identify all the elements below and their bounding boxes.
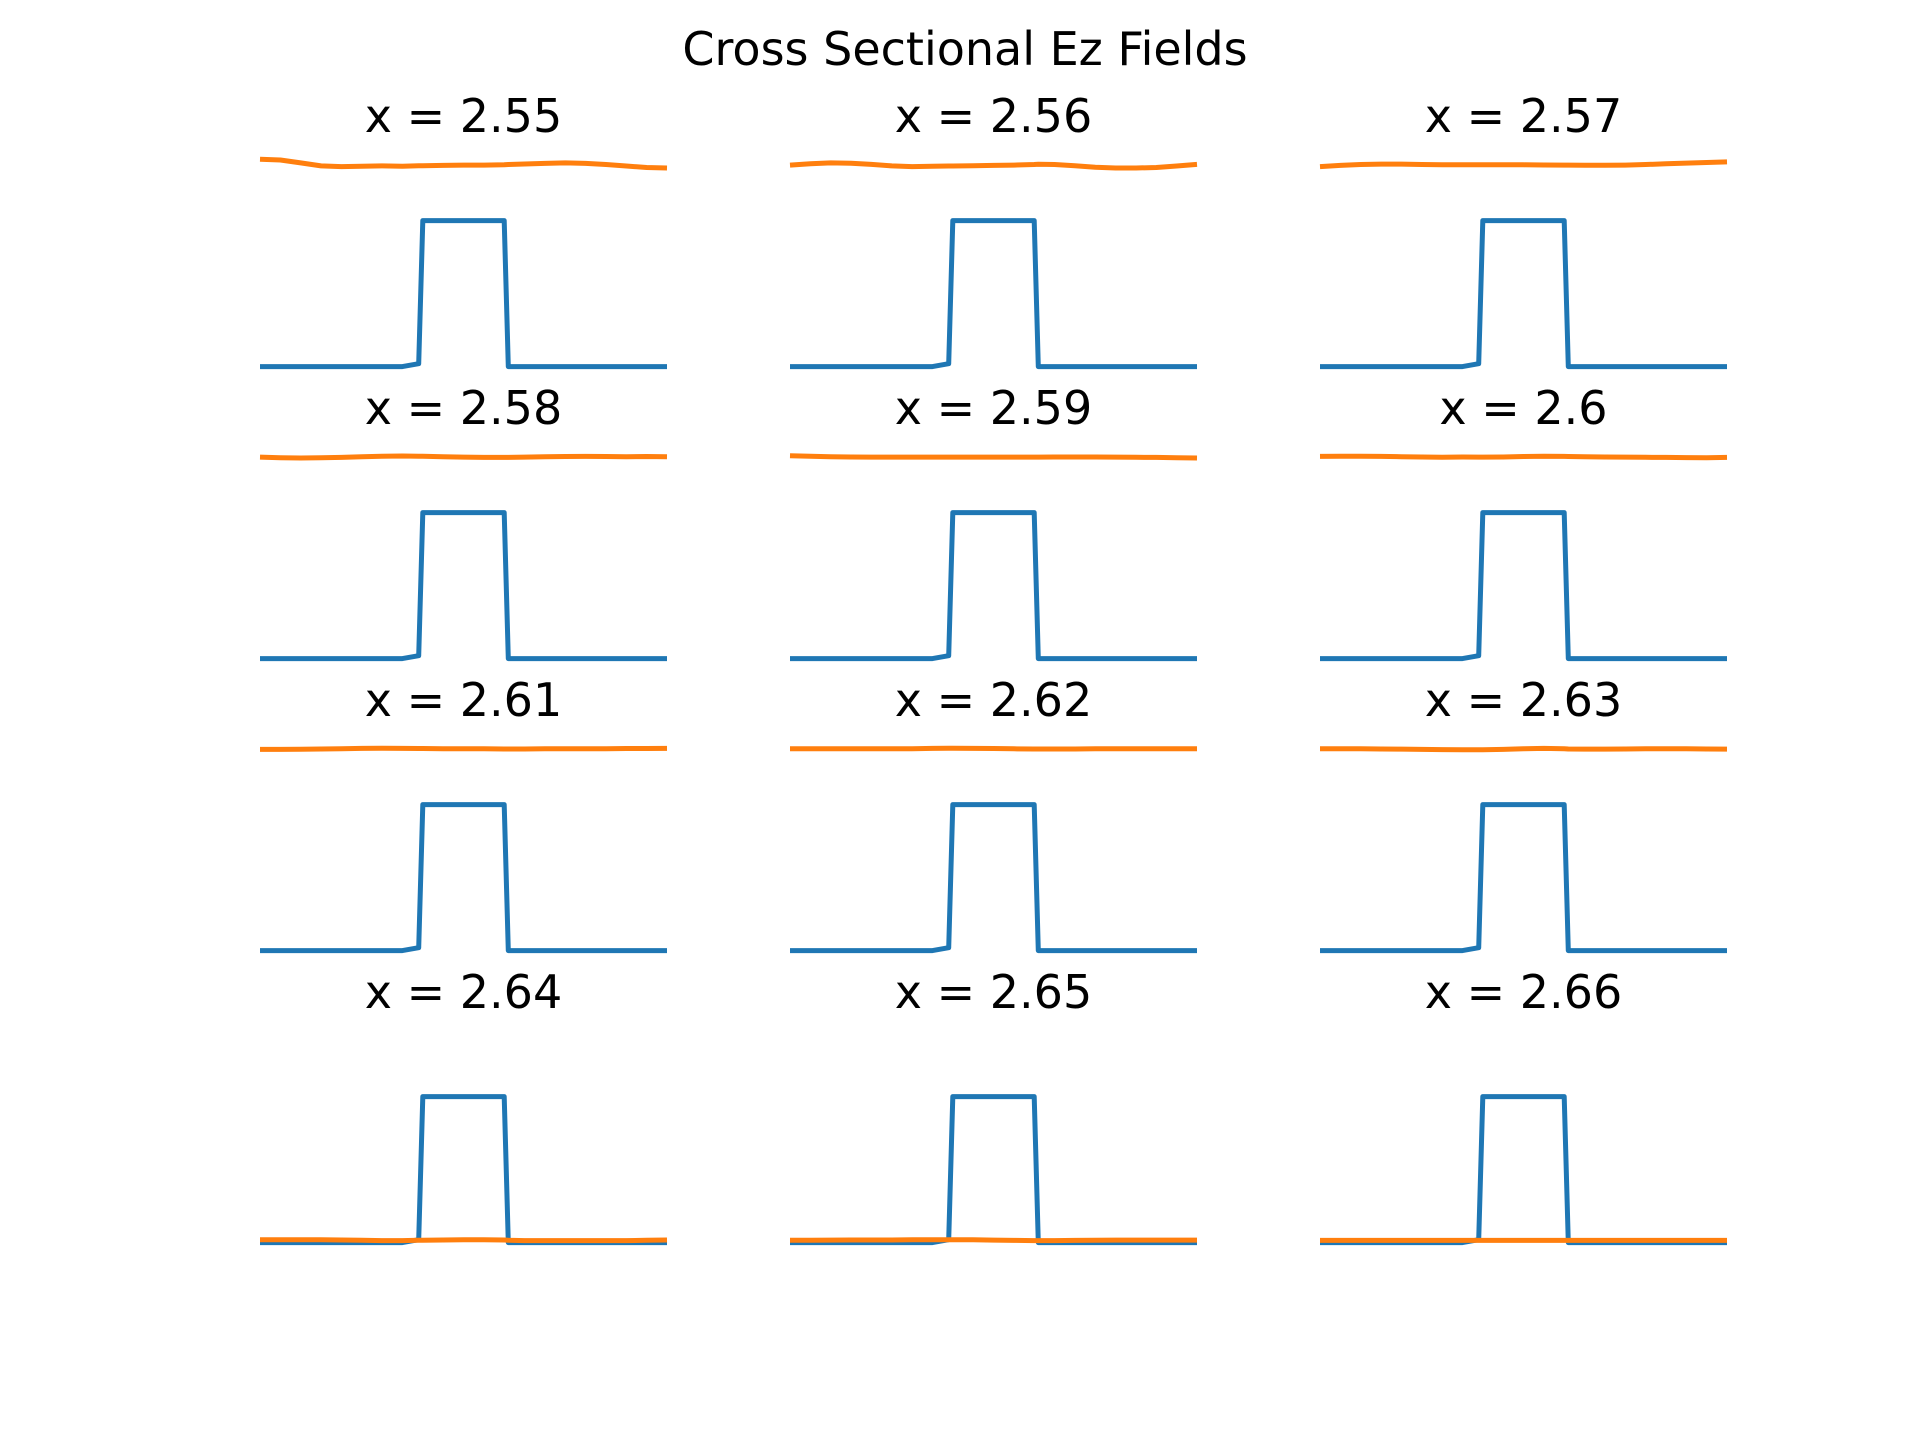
subplot-panel: x = 2.62	[790, 673, 1197, 954]
subplot-panel: x = 2.63	[1320, 673, 1728, 954]
subplot-title: x = 2.6	[1439, 381, 1607, 435]
subplot-title: x = 2.61	[365, 673, 562, 727]
profile-series-line	[260, 802, 667, 954]
field-series-line	[259, 156, 668, 171]
profile-series-line	[1320, 802, 1727, 954]
profile-series-line	[790, 802, 1197, 954]
subplot-panel: x = 2.59	[789, 381, 1198, 662]
profile-series-line	[790, 1094, 1197, 1246]
profile-series-line	[260, 218, 667, 370]
subplot-title: x = 2.62	[895, 673, 1092, 727]
subplot-panel: x = 2.55	[259, 89, 668, 370]
profile-series-line	[260, 510, 667, 662]
subplot-title: x = 2.66	[1425, 965, 1622, 1019]
subplot-title: x = 2.55	[365, 89, 562, 143]
profile-series-line	[1320, 510, 1727, 662]
subplot-panel: x = 2.66	[1320, 965, 1727, 1246]
subplot-title: x = 2.56	[895, 89, 1092, 143]
profile-series-line	[1320, 218, 1727, 370]
profile-series-line	[790, 510, 1197, 662]
field-series-line	[1319, 159, 1728, 170]
subplot-title: x = 2.64	[365, 965, 562, 1019]
field-series-line	[260, 745, 668, 752]
figure-title: Cross Sectional Ez Fields	[682, 22, 1247, 76]
field-series-line	[789, 160, 1198, 171]
field-series-line	[1319, 453, 1728, 461]
subplot-panel: x = 2.57	[1319, 89, 1728, 370]
field-series-line	[790, 1237, 1197, 1244]
field-series-line	[259, 453, 668, 461]
field-series-line	[789, 453, 1198, 461]
subplot-title: x = 2.57	[1425, 89, 1622, 143]
field-series-line	[790, 745, 1197, 752]
subplot-panel: x = 2.58	[259, 381, 668, 662]
subplot-panel: x = 2.6	[1319, 381, 1728, 662]
field-series-line	[1320, 745, 1728, 753]
subplot-panel: x = 2.56	[789, 89, 1198, 370]
subplot-grid: x = 2.55 x = 2.56 x = 2.57 x = 2.58 x = 2.59…	[259, 89, 1728, 1246]
subplot-panel: x = 2.65	[790, 965, 1197, 1246]
subplot-title: x = 2.59	[895, 381, 1092, 435]
subplot-title: x = 2.58	[365, 381, 562, 435]
profile-series-line	[790, 218, 1197, 370]
subplot-title: x = 2.63	[1425, 673, 1622, 727]
field-series-line	[260, 1237, 668, 1244]
subplot-title: x = 2.65	[895, 965, 1092, 1019]
subplot-panel: x = 2.64	[260, 965, 668, 1246]
subplot-panel: x = 2.61	[260, 673, 668, 954]
